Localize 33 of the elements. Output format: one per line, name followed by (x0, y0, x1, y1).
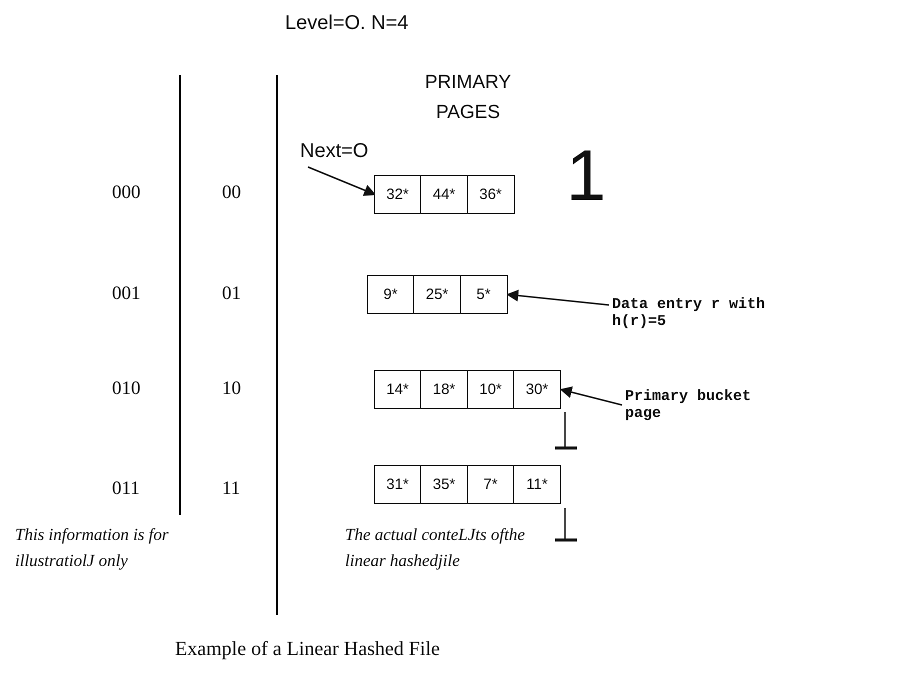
record-entry: 30* (513, 370, 561, 409)
record-entry: 5* (460, 275, 508, 314)
record-entry: 9* (366, 275, 414, 314)
leader-line (560, 386, 622, 406)
annotation-text: Data entry r with h(r)=5 (612, 296, 797, 330)
hash-label: 01 (222, 283, 241, 305)
record-entry: 31* (374, 465, 422, 504)
annotation-text: Primary bucket page (625, 388, 790, 422)
record-entry: 32* (374, 175, 422, 214)
record-entry: 14* (374, 370, 422, 409)
record-entry: 11* (513, 465, 561, 504)
record-entry: 7* (466, 465, 514, 504)
hash-label: 00 (222, 182, 241, 204)
caption: Example of a Linear Hashed File (175, 638, 440, 661)
record-entry: 35* (420, 465, 468, 504)
record-entry: 44* (420, 175, 468, 214)
column-heading: PRIMARY PAGES (424, 71, 512, 125)
level-label: Level=O. N=4 (285, 12, 408, 35)
hash-label: 10 (222, 378, 241, 400)
hash-label: 11 (222, 478, 240, 500)
stray-mark: 1 (566, 135, 606, 217)
record-entry: 18* (420, 370, 468, 409)
record-entry: 10* (466, 370, 514, 409)
note-text: This information is for illustratiolJ only (15, 524, 170, 572)
binary-hash-label: 010 (112, 378, 140, 400)
leader-line (506, 290, 610, 306)
binary-hash-label: 011 (112, 478, 140, 500)
binary-hash-label: 000 (112, 182, 140, 204)
record-entry: 36* (466, 175, 514, 214)
note-text: The actual conteLJts ofthe linear hashedjile (345, 524, 526, 572)
pointer-label: Next=O (300, 140, 368, 163)
record-entry: 25* (413, 275, 461, 314)
binary-hash-label: 001 (112, 283, 140, 305)
